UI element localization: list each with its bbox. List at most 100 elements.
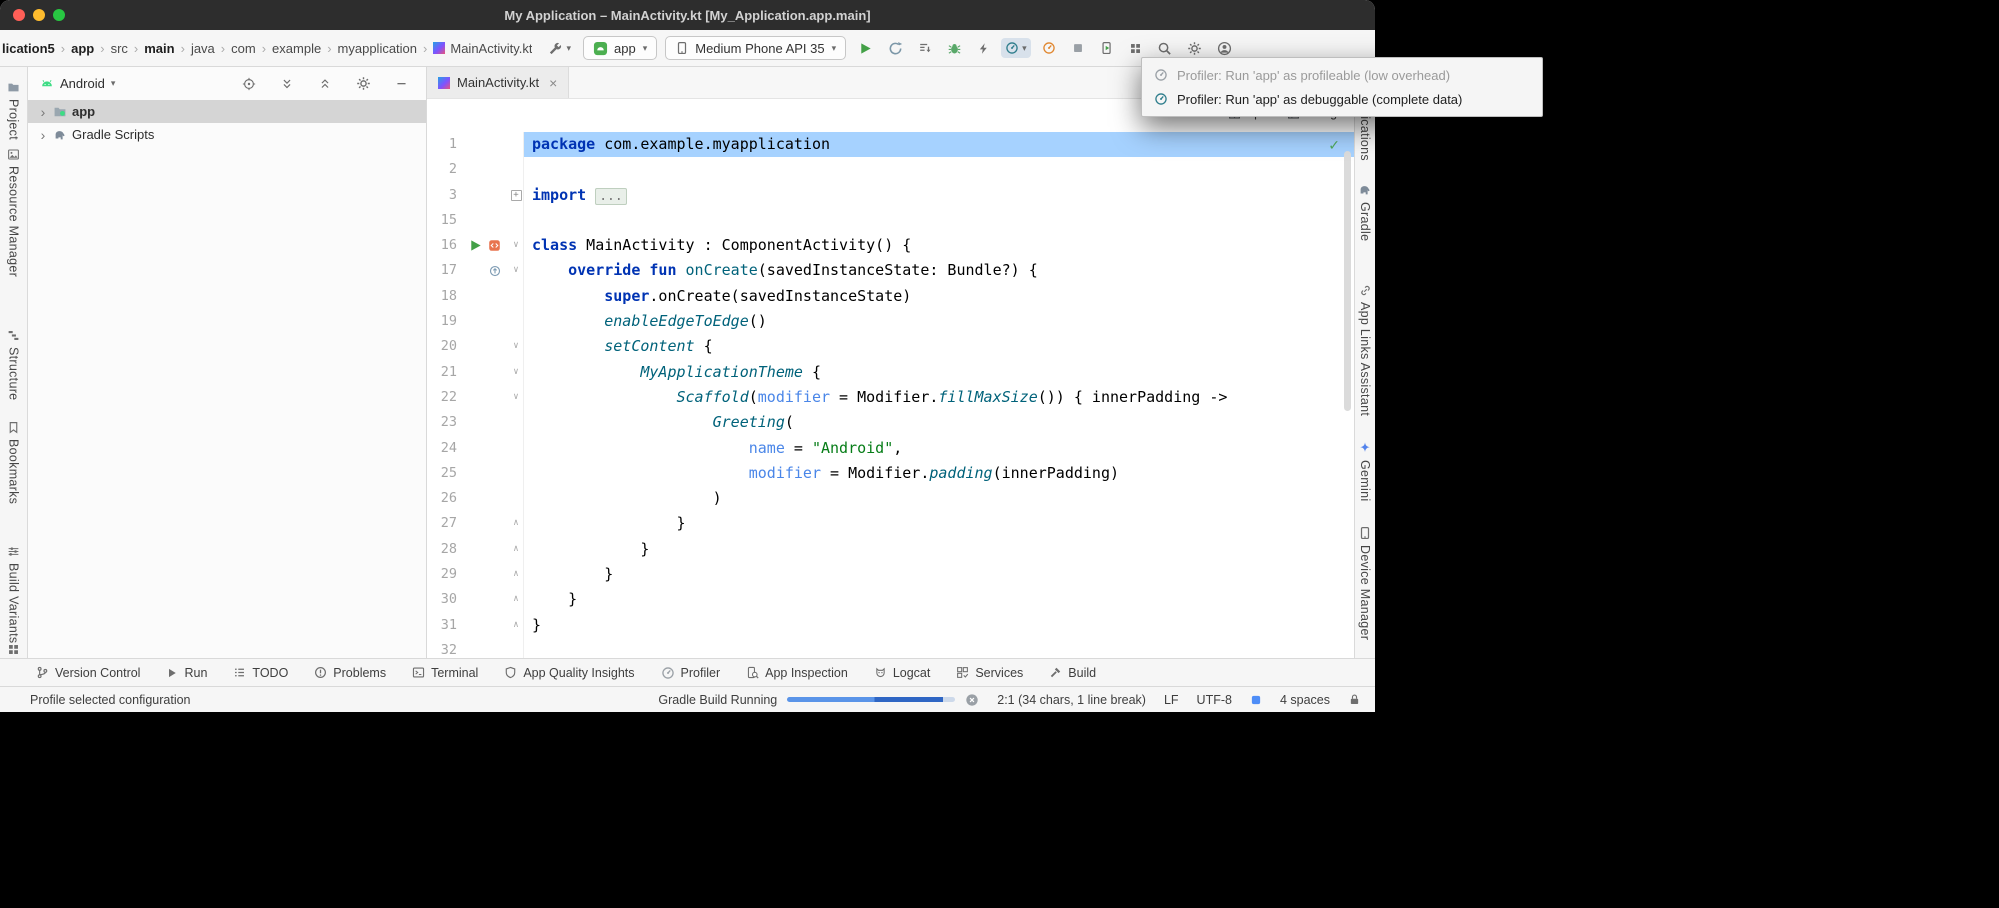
code-editor[interactable]: 1package com.example.myapplication23+imp… [427, 99, 1354, 658]
fold-marker[interactable]: ∨ [509, 360, 524, 385]
minimize-window-button[interactable] [33, 9, 45, 21]
run-gutter-icon[interactable] [468, 238, 483, 253]
code-line-27[interactable]: 27∧ } [427, 511, 1354, 536]
settings-button[interactable] [1183, 38, 1206, 59]
stop-button[interactable] [1067, 38, 1089, 58]
breadcrumb-item-java[interactable]: java [191, 41, 215, 56]
tool-window-button-build-variants[interactable]: Build Variants [7, 545, 21, 643]
code-line-31[interactable]: 31∧} [427, 613, 1354, 638]
tool-window-button-build[interactable]: Build [1049, 666, 1096, 680]
tool-window-button-app-inspection[interactable]: App Inspection [746, 666, 848, 680]
rerun-button[interactable] [884, 38, 907, 59]
close-tab-icon[interactable]: × [549, 76, 557, 90]
search-everywhere-button[interactable] [1153, 38, 1176, 59]
editor-scrollbar[interactable] [1344, 151, 1351, 411]
debug-button[interactable] [943, 38, 966, 59]
device-selector[interactable]: Medium Phone API 35 ▾ [665, 36, 846, 60]
close-window-button[interactable] [13, 9, 25, 21]
panel-options-button[interactable] [352, 73, 375, 94]
fold-marker[interactable]: + [509, 183, 524, 208]
fold-marker[interactable]: ∧ [509, 511, 524, 536]
profiler-button[interactable]: ▾ [1001, 38, 1031, 58]
code-line-2[interactable]: 2 [427, 157, 1354, 182]
tab-mainactivity[interactable]: MainActivity.kt × [427, 67, 569, 98]
profiler-menu-item-debuggable[interactable]: Profiler: Run 'app' as debuggable (compl… [1142, 87, 1542, 111]
tool-window-button-services[interactable]: Services [956, 666, 1023, 680]
code-line-1[interactable]: 1package com.example.myapplication [427, 132, 1354, 157]
code-line-23[interactable]: 23 Greeting( [427, 410, 1354, 435]
expand-all-button[interactable] [276, 74, 298, 94]
code-line-21[interactable]: 21∨ MyApplicationTheme { [427, 360, 1354, 385]
breadcrumb-item-app[interactable]: app [71, 41, 94, 56]
cancel-build-icon[interactable] [965, 693, 979, 707]
account-button[interactable] [1213, 38, 1236, 59]
project-tree-row-gradle-scripts[interactable]: ›Gradle Scripts [28, 123, 426, 146]
tool-window-button-problems[interactable]: Problems [314, 666, 386, 680]
code-line-28[interactable]: 28∧ } [427, 537, 1354, 562]
chevron-right-icon[interactable]: › [38, 105, 48, 119]
apply-code-changes-button[interactable] [973, 39, 994, 58]
caret-position-widget[interactable]: 2:1 (34 chars, 1 line break) [997, 693, 1146, 707]
fold-marker[interactable]: ∧ [509, 587, 524, 612]
tool-window-button-gradle[interactable]: Gradle [1358, 183, 1372, 241]
code-line-29[interactable]: 29∧ } [427, 562, 1354, 587]
fold-expand-icon[interactable]: + [511, 190, 522, 201]
fold-marker[interactable]: ∨ [509, 233, 524, 258]
encoding-widget[interactable]: UTF-8 [1197, 693, 1232, 707]
tool-window-button-run[interactable]: Run [166, 666, 207, 680]
readonly-lock-icon[interactable] [1348, 693, 1361, 706]
code-line-17[interactable]: 17∨ override fun onCreate(savedInstanceS… [427, 258, 1354, 283]
breadcrumb-item-lication5[interactable]: lication5 [2, 41, 55, 56]
tool-window-button-gemini[interactable]: Gemini [1358, 441, 1372, 501]
code-line-15[interactable]: 15 [427, 208, 1354, 233]
collapse-all-button[interactable] [314, 74, 336, 94]
breadcrumb-item-main[interactable]: main [144, 41, 174, 56]
code-line-22[interactable]: 22∨ Scaffold(modifier = Modifier.fillMax… [427, 385, 1354, 410]
apply-changes-button[interactable] [914, 38, 936, 58]
fold-marker[interactable]: ∨ [509, 334, 524, 359]
tool-window-button-structure[interactable]: Structure [7, 329, 21, 400]
line-separator-widget[interactable]: LF [1164, 693, 1179, 707]
fold-marker[interactable]: ∨ [509, 258, 524, 283]
breadcrumb-item-mainactivity-kt[interactable]: MainActivity.kt [433, 41, 532, 56]
breadcrumb-item-myapplication[interactable]: myapplication [338, 41, 418, 56]
device-manager-button[interactable] [1096, 38, 1118, 58]
indent-widget[interactable]: 4 spaces [1280, 693, 1330, 707]
profiler-menu-item-profileable[interactable]: Profiler: Run 'app' as profileable (low … [1142, 63, 1542, 87]
tool-window-button-terminal[interactable]: Terminal [412, 666, 478, 680]
profiler-low-overhead-button[interactable] [1038, 38, 1060, 58]
code-line-32[interactable]: 32 [427, 638, 1354, 658]
tool-window-button-todo[interactable]: TODO [233, 666, 288, 680]
layout-inspector-button[interactable] [1125, 39, 1146, 58]
breadcrumb-item-com[interactable]: com [231, 41, 256, 56]
fold-marker[interactable]: ∧ [509, 562, 524, 587]
tool-window-button-bookmarks[interactable]: Bookmarks [7, 421, 21, 504]
code-line-25[interactable]: 25 modifier = Modifier.padding(innerPadd… [427, 461, 1354, 486]
tool-window-button-device-manager[interactable]: Device Manager [1358, 526, 1372, 640]
code-line-16[interactable]: 16∨class MainActivity : ComponentActivit… [427, 233, 1354, 258]
tool-window-button-app-quality-insights[interactable]: App Quality Insights [504, 666, 634, 680]
fold-marker[interactable]: ∧ [509, 613, 524, 638]
tool-window-button-project[interactable]: Project [7, 81, 21, 140]
code-line-3[interactable]: 3+import ... [427, 183, 1354, 208]
code-line-18[interactable]: 18 super.onCreate(savedInstanceState) [427, 284, 1354, 309]
chevron-right-icon[interactable]: › [38, 128, 48, 142]
tool-window-button-app-links-assistant[interactable]: App Links Assistant [1358, 284, 1372, 416]
tool-window-button-logcat[interactable]: Logcat [874, 666, 931, 680]
code-line-30[interactable]: 30∧ } [427, 587, 1354, 612]
fold-marker[interactable]: ∧ [509, 537, 524, 562]
breadcrumb-item-example[interactable]: example [272, 41, 321, 56]
code-line-20[interactable]: 20∨ setContent { [427, 334, 1354, 359]
tool-window-button-resource-manager[interactable]: Resource Manager [7, 148, 21, 277]
project-tree-row-app[interactable]: ›app [28, 100, 426, 123]
more-tool-windows-button[interactable] [7, 643, 20, 656]
code-line-24[interactable]: 24 name = "Android", [427, 436, 1354, 461]
tool-window-button-version-control[interactable]: Version Control [36, 666, 140, 680]
build-tools-dropdown[interactable]: ▾ [544, 38, 575, 59]
code-line-19[interactable]: 19 enableEdgeToEdge() [427, 309, 1354, 334]
zoom-window-button[interactable] [53, 9, 65, 21]
locate-selected-file-button[interactable] [238, 74, 260, 94]
run-button[interactable] [854, 38, 877, 59]
breadcrumb-item-src[interactable]: src [111, 41, 128, 56]
hide-panel-button[interactable] [391, 74, 412, 93]
